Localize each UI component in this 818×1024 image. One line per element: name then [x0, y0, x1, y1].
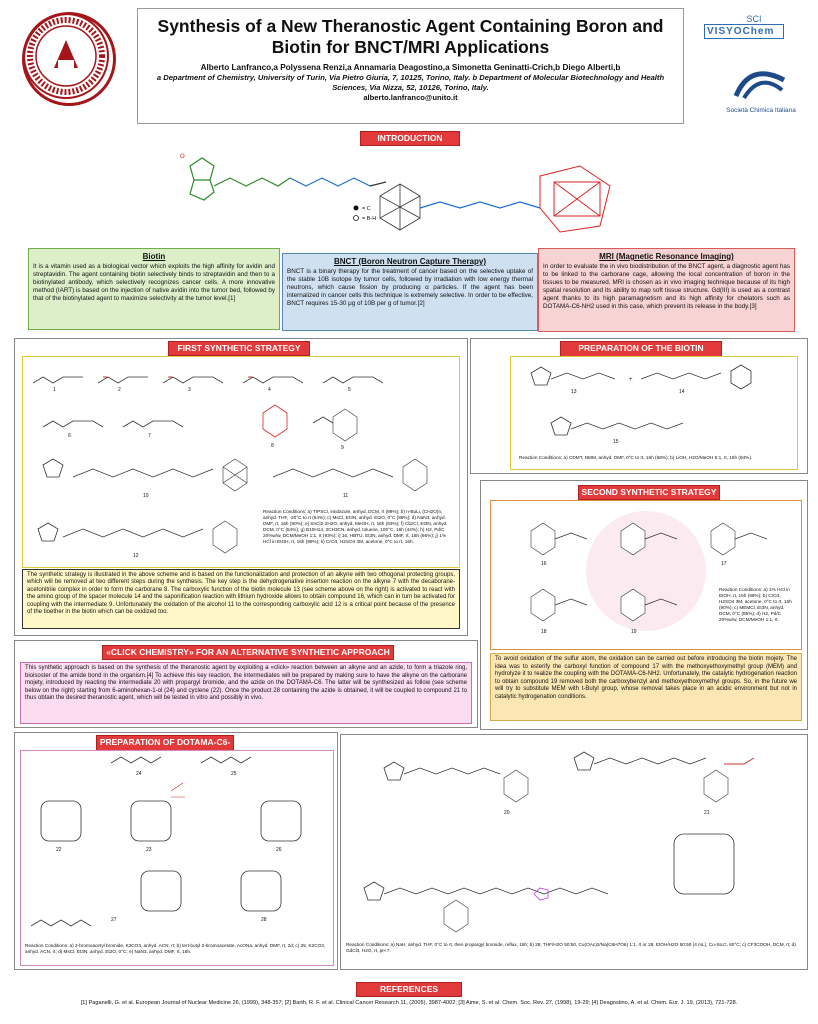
- compound-label-1: 1: [53, 387, 56, 393]
- biotin-mojety-scheme: + 13 14 15 Reaction Conditions: a) CDMT,…: [510, 356, 798, 470]
- references-heading: REFERENCES: [356, 982, 462, 997]
- legend-carbon: = C: [362, 206, 371, 212]
- first-synthetic-conditions: Reaction Conditions: a) TIPSCl, imidazol…: [263, 509, 448, 544]
- compound-label-3: 3: [188, 387, 191, 393]
- sci-logo-sub: VISYOChem: [704, 24, 784, 39]
- compound-label-5: 5: [348, 387, 351, 393]
- click-scheme: 20 21 Reaction Conditions: a) NaH, anhyd…: [344, 738, 802, 964]
- title-box: Synthesis of a New Theranostic Agent Con…: [137, 8, 684, 124]
- compound-label-16: 16: [541, 561, 547, 567]
- societa-chimica-logo: Società Chimica Italiana: [716, 66, 806, 114]
- compound-label-20: 20: [504, 810, 510, 816]
- first-synthetic-frame: [14, 338, 468, 636]
- compound-label-28: 28: [261, 917, 267, 923]
- compound-label-8: 8: [271, 443, 274, 449]
- introduction-heading: INTRODUCTION: [360, 131, 460, 146]
- dotama-conditions: Reaction Conditions: a) 2-bromoacetyl br…: [25, 943, 326, 954]
- first-synthetic-summary-text: The synthetic strategy is illustrated in…: [27, 572, 455, 616]
- university-seal-logo: [22, 12, 116, 106]
- second-synthetic-scheme: 16 17 18 19 Reaction Conditions: a) 1% H…: [490, 500, 802, 650]
- dotama-scheme: 24 25 22 23 26 27 28 Reaction Conditions…: [20, 750, 334, 966]
- second-synthetic-heading: SECOND SYNTHETIC STRATEGY: [578, 485, 720, 500]
- author-email[interactable]: alberto.lanfranco@unito.it: [363, 93, 458, 102]
- compound-label-9: 9: [341, 445, 344, 451]
- compound-label-14: 14: [679, 389, 685, 395]
- compound-label-15: 15: [613, 439, 619, 445]
- mri-heading: MRI (Magnetic Resonance Imaging): [599, 252, 734, 261]
- theranostic-agent-structure: O = C = B-H: [170, 146, 650, 246]
- compound-label-6: 6: [68, 433, 71, 439]
- second-synthetic-summary: To avoid oxidation of the sulfur atom, t…: [490, 653, 802, 721]
- svg-text:O: O: [180, 154, 185, 160]
- click-heading: «CLICK CHEMISTRY» FOR AN ALTERNATIVE SYN…: [102, 645, 394, 660]
- compound-label-13: 13: [571, 389, 577, 395]
- sci-logo-text: SCI: [746, 14, 762, 24]
- second-synthetic-conditions: Reaction Conditions: a) 1% HCl in EtOH, …: [719, 587, 792, 622]
- mri-box: MRI (Magnetic Resonance Imaging) In orde…: [538, 248, 795, 332]
- biotin-box: Biotin It is a vitamin used as a biologi…: [28, 248, 280, 330]
- compound-label-26: 26: [276, 847, 282, 853]
- second-synthetic-summary-text: To avoid oxidation of the sulfur atom, t…: [495, 656, 797, 700]
- sci-logo: SCI VISYOChem: [704, 14, 784, 54]
- svg-text:+: +: [629, 377, 633, 383]
- first-synthetic-heading: FIRST SYNTHETIC STRATEGY: [168, 341, 310, 356]
- society-name: Società Chimica Italiana: [726, 107, 796, 114]
- compound-label-21: 21: [704, 810, 710, 816]
- compound-label-12: 12: [133, 553, 139, 559]
- click-text-box: This synthetic approach is based on the …: [20, 662, 472, 724]
- biotin-text: It is a vitamin used as a biological vec…: [33, 263, 275, 303]
- authors: Alberto Lanfranco,a Polyssena Renzi,a An…: [200, 63, 621, 72]
- bnct-box: BNCT (Boron Neutron Capture Therapy) BNC…: [282, 253, 538, 331]
- compound-label-27: 27: [111, 917, 117, 923]
- poster-title: Synthesis of a New Theranostic Agent Con…: [157, 16, 664, 57]
- compound-label-4: 4: [268, 387, 271, 393]
- compound-label-10: 10: [143, 493, 149, 499]
- compound-label-23: 23: [146, 847, 152, 853]
- mri-text: In order to evaluate the in vivo biodist…: [543, 263, 790, 311]
- affiliations: a Department of Chemistry, University of…: [156, 73, 665, 92]
- legend-boron-hydride: = B-H: [362, 216, 376, 222]
- compound-label-11: 11: [343, 493, 348, 499]
- compound-label-25: 25: [231, 771, 237, 777]
- compound-label-24: 24: [136, 771, 142, 777]
- compound-label-18: 18: [541, 629, 547, 635]
- click-scheme-conditions: Reaction Conditions: a) NaH, anhyd. THF,…: [346, 942, 796, 953]
- dotama-frame: [14, 732, 338, 970]
- references-text: [1] Paganelli, G. et al. European Journa…: [80, 1000, 738, 1006]
- compound-label-19: 19: [631, 629, 637, 635]
- biotin-mojety-frame: [470, 338, 808, 474]
- first-synthetic-summary: The synthetic strategy is illustrated in…: [22, 569, 460, 629]
- click-text: This synthetic approach is based on the …: [25, 665, 467, 701]
- compound-label-22: 22: [56, 847, 62, 853]
- compound-label-2: 2: [118, 387, 121, 393]
- bnct-heading: BNCT (Boron Neutron Capture Therapy): [334, 257, 486, 266]
- second-synthetic-frame: [480, 480, 808, 730]
- compound-label-17: 17: [721, 561, 727, 567]
- click-frame: [14, 640, 478, 728]
- click-scheme-frame: [340, 734, 808, 970]
- first-synthetic-scheme: 1 2 3 4 5 6 7 8 9 10 11 12 Reaction Cond…: [22, 356, 460, 568]
- biotin-mojety-conditions: Reaction Conditions: a) CDMT, NMM, anhyd…: [519, 455, 753, 460]
- biotin-heading: Biotin: [142, 252, 166, 261]
- compound-label-7: 7: [148, 433, 151, 439]
- bnct-text: BNCT is a binary therapy for the treatme…: [287, 268, 533, 308]
